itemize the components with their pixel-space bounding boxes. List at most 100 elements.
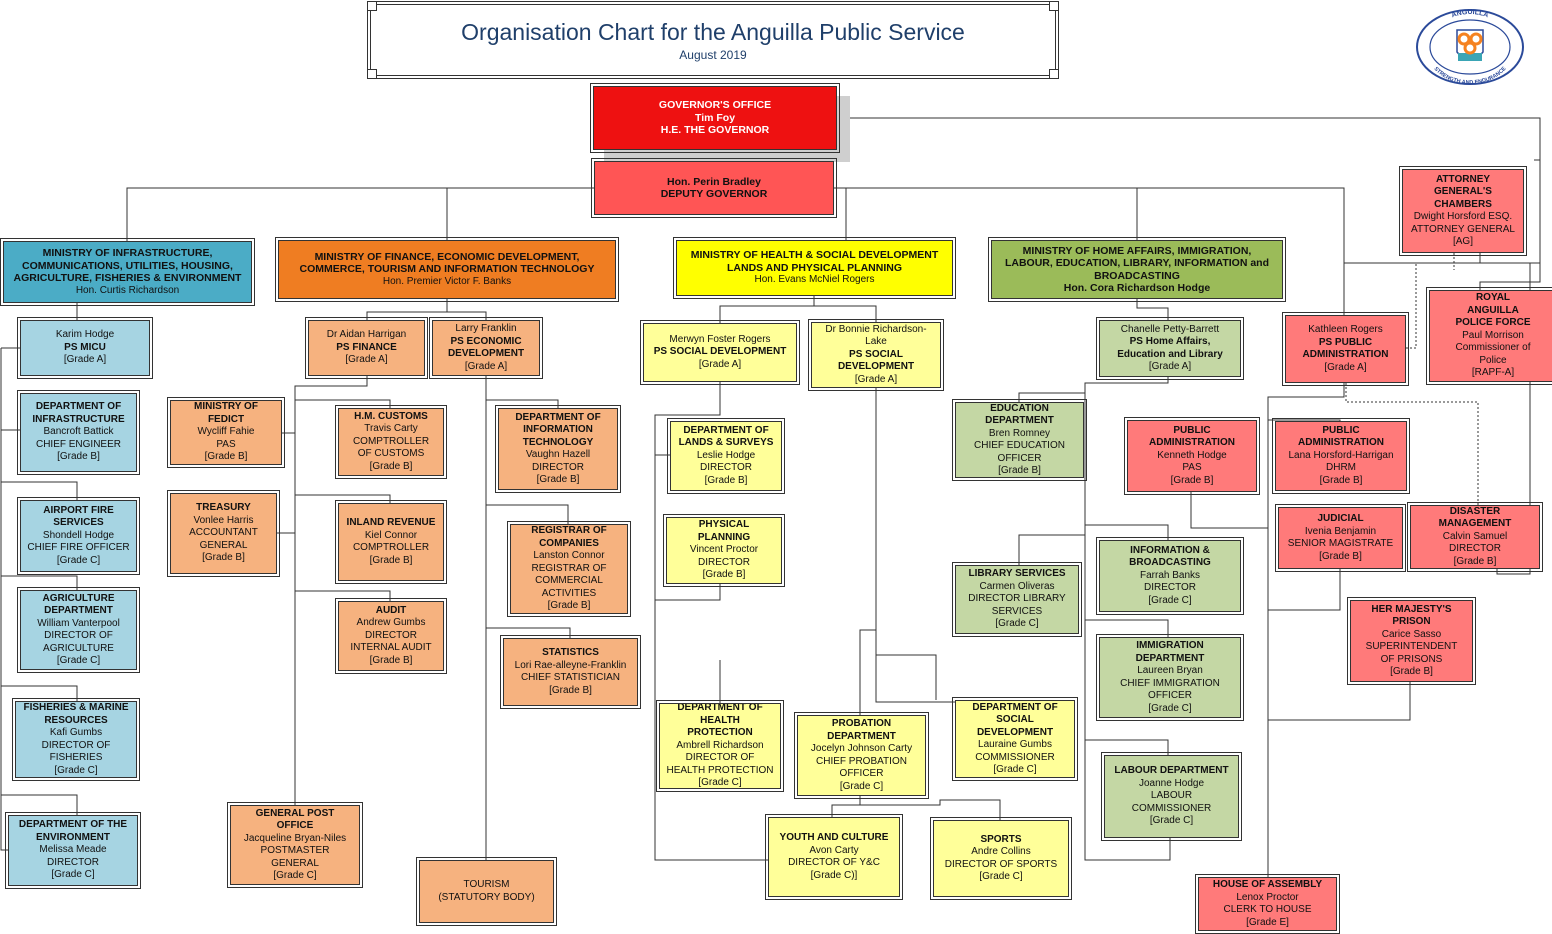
org-box-details: Ambrell Richardson DIRECTOR OF HEALTH PR… — [666, 739, 774, 789]
org-box-title: PS SOCIAL DEVELOPMENT — [837, 348, 915, 373]
connector-line — [1084, 377, 1171, 861]
org-box-details: TOURISM (STATUTORY BODY) — [438, 879, 535, 903]
connector-line — [1, 575, 78, 590]
connector-line — [1344, 253, 1481, 264]
org-box-details: Lauraine Gumbs COMMISSIONER [Grade C] — [975, 739, 1055, 775]
org-box-name: Karim Hodge — [55, 329, 115, 341]
org-box-title: AUDIT — [375, 604, 407, 616]
org-box-details: Paul Morrison Commissioner of Police [RA… — [1455, 329, 1531, 379]
org-box-min-health: MINISTRY OF HEALTH & SOCIAL DEVELOPMENT … — [673, 237, 956, 299]
org-box-details: Bren Romney CHIEF EDUCATION OFFICER [Gra… — [974, 427, 1065, 477]
org-box-title: JUDICIAL — [1317, 513, 1364, 524]
org-box-title: PS FINANCE — [336, 341, 397, 353]
connector-line — [1, 685, 78, 701]
org-box-details: [Grade A] — [1324, 361, 1367, 373]
org-box-title: PROBATION DEPARTMENT — [827, 718, 896, 742]
anguilla-crest-logo: ANGUILLA STRENGTH AND ENDURANCE — [1416, 9, 1524, 86]
connector-line — [1268, 682, 1411, 721]
org-box-title: SPORTS — [980, 833, 1022, 845]
org-box-title: MINISTRY OF INFRASTRUCTURE, COMMUNICATIO… — [13, 247, 242, 284]
org-box-title: AIRPORT FIRE SERVICES — [43, 504, 114, 529]
org-box-details: Lanston Connor REGISTRAR OF COMMERCIAL A… — [531, 550, 607, 612]
org-box-details: Kenneth Hodge PAS [Grade B] — [1157, 449, 1227, 486]
org-box-details: Carice Sasso SUPERINTENDENT OF PRISONS [… — [1365, 628, 1458, 678]
org-box-details: Lenox Proctor CLERK TO HOUSE [Grade E] — [1223, 891, 1312, 928]
org-box-title: PS PUBLIC ADMINISTRATION — [1302, 336, 1389, 361]
connector-line — [831, 796, 861, 817]
connector-line — [1, 481, 78, 500]
chart-title-box: Organisation Chart for the Anguilla Publ… — [367, 1, 1059, 79]
org-box-name: Dr Bonnie Richardson- Lake — [825, 323, 927, 348]
org-box-title: Hon. Perin Bradley DEPUTY GOVERNOR — [660, 175, 768, 201]
org-box-name: Larry Franklin — [455, 323, 517, 334]
org-box-title: DEPARTMENT OF HEALTH PROTECTION — [677, 703, 763, 739]
org-box-title: STATISTICS — [542, 647, 599, 658]
org-box-title: H.M. CUSTOMS — [354, 410, 428, 422]
connector-line — [1496, 263, 1531, 575]
connector-line — [859, 629, 876, 715]
connector-line — [1268, 419, 1341, 421]
org-box-tourism: TOURISM (STATUTORY BODY) — [416, 857, 557, 926]
org-box-title: DEPARTMENT OF THE ENVIRONMENT — [18, 819, 128, 843]
org-box-governor: GOVERNOR'S OFFICE Tim Foy H.E. THE GOVER… — [590, 83, 840, 153]
org-box-title: MINISTRY OF FINANCE, ECONOMIC DEVELOPMEN… — [299, 250, 595, 276]
org-box-details: Andre Collins DIRECTOR OF SPORTS [Grade … — [944, 846, 1058, 882]
org-box-deputy: Hon. Perin Bradley DEPUTY GOVERNOR — [591, 158, 837, 218]
org-box-title: PHYSICAL PLANNING — [697, 519, 751, 543]
connector-line — [126, 160, 1541, 264]
org-box-details: Kafi Gumbs DIRECTOR OF FISHERIES [Grade … — [41, 727, 111, 776]
connector-line — [837, 117, 1541, 161]
connector-line — [1268, 569, 1341, 611]
org-box-title: MINISTRY OF HOME AFFAIRS, IMMIGRATION, L… — [1004, 244, 1270, 295]
org-box-title: YOUTH AND CULTURE — [779, 832, 889, 843]
org-box-details: Wycliff Fahie PAS [Grade B] — [197, 426, 255, 463]
org-box-title: MINISTRY OF FEDICT — [194, 401, 258, 425]
org-box-details: Vincent Proctor DIRECTOR [Grade B] — [689, 544, 759, 581]
org-box-details: Leslie Hodge DIRECTOR [Grade B] — [696, 449, 756, 486]
org-box-title: PS MICU — [64, 341, 106, 353]
org-box-details: Shondell Hodge CHIEF FIRE OFFICER [Grade… — [27, 529, 130, 566]
org-box-details: Vonlee Harris ACCOUNTANT GENERAL [Grade … — [189, 514, 258, 564]
org-box-details: Jacqueline Bryan-Niles POSTMASTER GENERA… — [243, 832, 347, 882]
dashed-connector-line — [1345, 383, 1479, 505]
connector-line — [366, 299, 448, 320]
org-box-min-infra: MINISTRY OF INFRASTRUCTURE, COMMUNICATIO… — [0, 238, 255, 306]
org-box-name: Kathleen Rogers — [1308, 324, 1383, 335]
connector-line — [860, 799, 1001, 820]
connector-line — [295, 494, 391, 503]
org-box-details: Hon. Curtis Richardson — [75, 284, 180, 296]
org-box-title: AGRICULTURE DEPARTMENT — [42, 592, 115, 617]
org-box-min-home: MINISTRY OF HOME AFFAIRS, IMMIGRATION, L… — [988, 237, 1286, 302]
org-box-title: DISASTER MANAGEMENT — [1438, 505, 1512, 530]
connector-line — [1479, 263, 1541, 290]
org-box-title: LABOUR DEPARTMENT — [1114, 765, 1229, 777]
org-box-details: Carmen Oliveras DIRECTOR LIBRARY SERVICE… — [968, 580, 1066, 630]
chart-title: Organisation Chart for the Anguilla Publ… — [461, 19, 965, 45]
